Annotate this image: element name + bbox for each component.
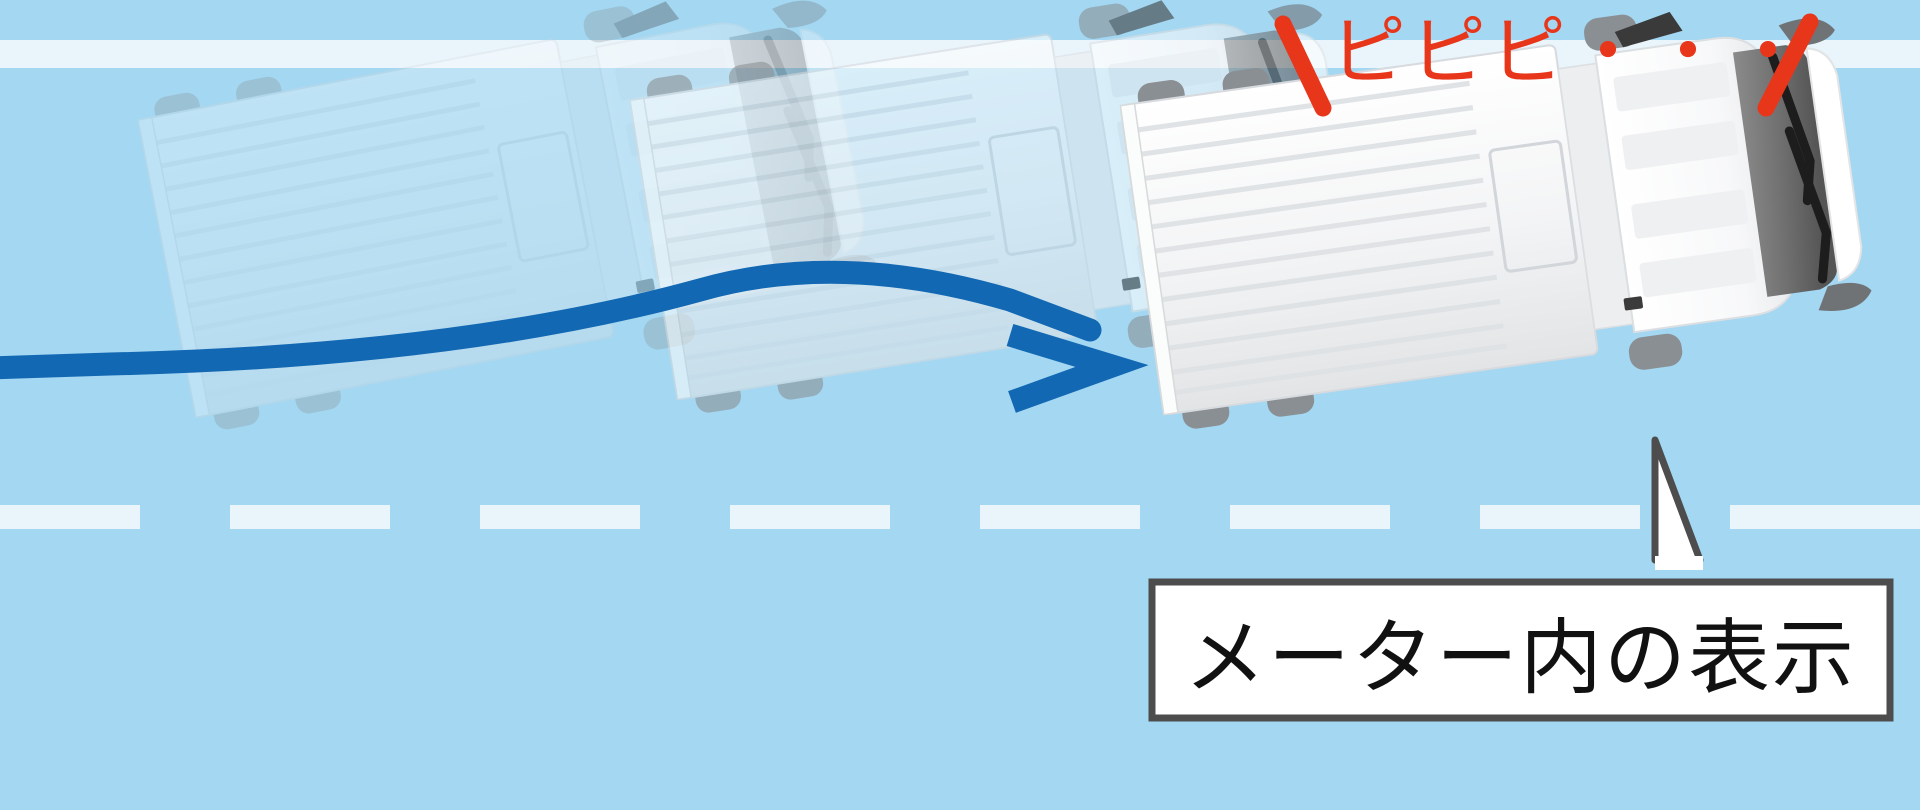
emphasis-stroke-right bbox=[1757, 13, 1819, 117]
callout-box[interactable] bbox=[1148, 436, 1894, 722]
alert-emphasis-strokes bbox=[1274, 13, 1819, 117]
emphasis-stroke-left bbox=[1274, 15, 1332, 117]
corrective-steering-arrow bbox=[0, 260, 1149, 413]
dashed-lane-line bbox=[0, 505, 1920, 529]
